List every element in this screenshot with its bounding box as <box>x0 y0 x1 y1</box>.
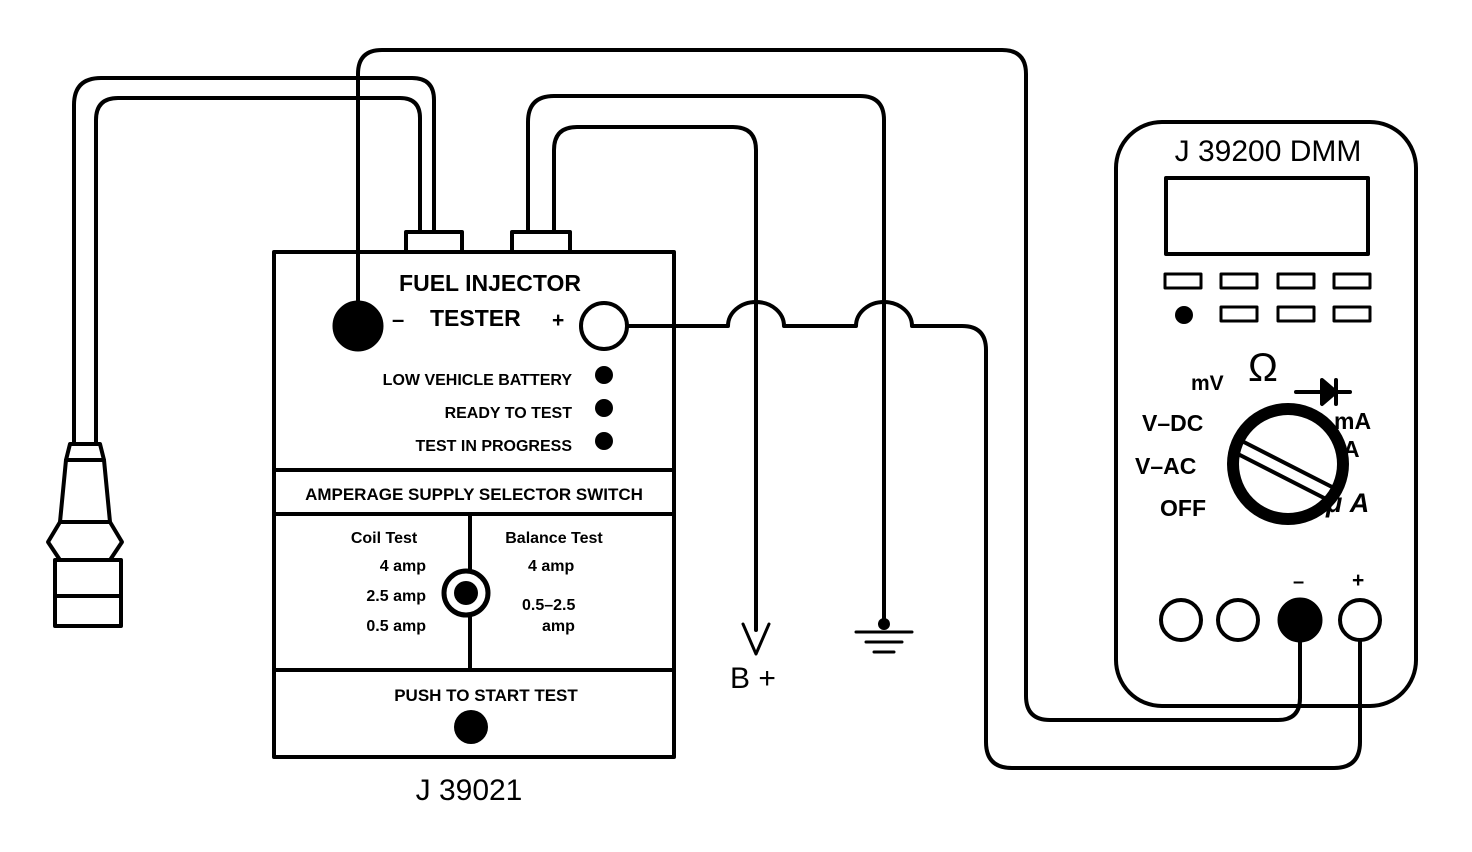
tester-part-number: J 39021 <box>415 774 523 807</box>
dmm-button <box>1163 272 1203 290</box>
dial-label-off: OFF <box>1160 495 1206 521</box>
dmm-minus-label: – <box>1293 571 1305 593</box>
battery-positive-label: B + <box>730 662 776 695</box>
dmm-button <box>1276 272 1316 290</box>
tester-harness-connector-right <box>510 230 572 254</box>
ground-symbol <box>854 630 914 654</box>
dial-label-a: A <box>1343 436 1360 462</box>
ground-wire <box>526 94 886 626</box>
coil-test-option-2-5amp: 2.5 amp <box>366 588 426 605</box>
indicator-label-ready: READY TO TEST <box>444 405 572 422</box>
low-battery-indicator-light <box>595 366 613 384</box>
dmm-body <box>1114 120 1418 708</box>
balance-test-option-4amp: 4 amp <box>528 558 575 575</box>
dmm-button <box>1332 272 1372 290</box>
ground-junction-dot <box>878 618 890 630</box>
indicator-label-low-battery: LOW VEHICLE BATTERY <box>382 372 572 389</box>
dmm-button <box>1276 305 1316 323</box>
dmm-plus-label: + <box>1352 569 1365 592</box>
tester-title-line2: TESTER <box>430 305 521 331</box>
battery-positive-wire <box>552 125 758 632</box>
tester-plus-label: + <box>552 309 565 332</box>
balance-test-option-range: 0.5–2.5 <box>522 597 576 614</box>
dmm-display <box>1164 176 1370 256</box>
push-to-start-label: PUSH TO START TEST <box>394 686 578 705</box>
ohm-icon: Ω <box>1248 346 1278 390</box>
tester-harness-connector-left <box>404 230 464 254</box>
fuel-injector-tester-body <box>272 250 676 759</box>
dmm-jack-1[interactable] <box>1159 598 1203 642</box>
dmm-title: J 39200 DMM <box>1174 135 1362 168</box>
tester-negative-terminal[interactable] <box>332 300 384 352</box>
ready-indicator-light <box>595 399 613 417</box>
dial-label-mv: mV <box>1191 372 1224 395</box>
tester-negative-to-dmm-wire <box>356 48 1302 722</box>
dial-label-micro-a: μ A <box>1326 488 1370 518</box>
coil-test-option-0-5amp: 0.5 amp <box>366 618 426 635</box>
dmm-negative-jack[interactable] <box>1277 597 1323 643</box>
dmm-button <box>1332 305 1372 323</box>
diode-icon <box>1294 378 1352 406</box>
balance-test-heading: Balance Test <box>505 530 603 547</box>
dmm-positive-jack[interactable] <box>1338 598 1382 642</box>
injector-harness-wire-outer <box>72 76 436 449</box>
test-in-progress-indicator-light <box>595 432 613 450</box>
push-to-start-button[interactable] <box>454 710 488 744</box>
dmm-buttons[interactable] <box>1163 272 1372 323</box>
battery-positive-arrow <box>741 622 771 656</box>
coil-test-option-4amp: 4 amp <box>379 558 426 575</box>
tester-title-line1: FUEL INJECTOR <box>399 270 581 296</box>
dial-label-vdc: V–DC <box>1142 410 1204 436</box>
dmm-jack-2[interactable] <box>1216 598 1260 642</box>
dmm-button <box>1219 272 1259 290</box>
injector-connector <box>46 442 124 628</box>
dmm-power-dot <box>1175 306 1193 324</box>
dial-label-ma: mA <box>1334 408 1372 434</box>
dmm-rotary-dial[interactable] <box>1227 403 1349 525</box>
tester-positive-to-dmm-wire <box>626 300 1362 770</box>
indicator-label-test-in-progress: TEST IN PROGRESS <box>415 438 572 455</box>
dmm-button <box>1219 305 1259 323</box>
amperage-selector-knob[interactable] <box>441 568 491 618</box>
coil-test-heading: Coil Test <box>350 530 418 547</box>
tester-positive-terminal[interactable] <box>579 301 629 351</box>
selector-heading: AMPERAGE SUPPLY SELECTOR SWITCH <box>305 485 643 504</box>
dial-label-vac: V–AC <box>1135 453 1197 479</box>
tester-minus-label: – <box>392 307 405 332</box>
balance-test-option-range-unit: amp <box>542 618 575 635</box>
injector-harness-wire-inner <box>94 96 422 449</box>
